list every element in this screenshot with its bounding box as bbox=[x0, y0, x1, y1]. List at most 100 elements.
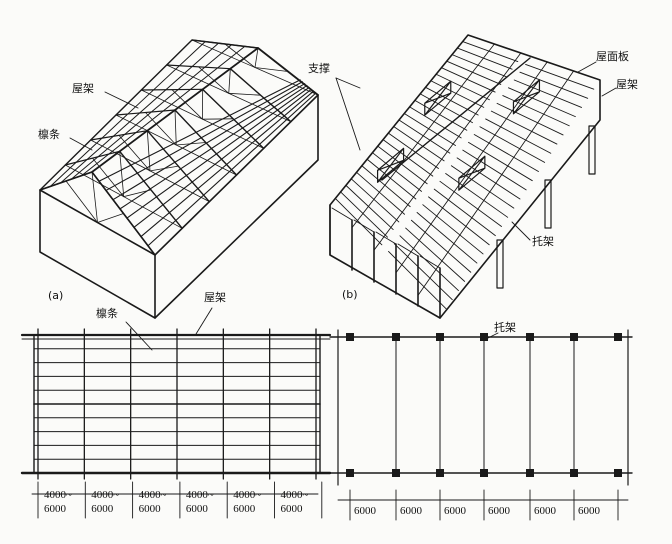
roof-panel-joint bbox=[414, 99, 468, 131]
plan-b-column bbox=[480, 333, 488, 341]
plan-a-purlin-label: 檩条 bbox=[96, 306, 118, 320]
plan-a-purlin-leader bbox=[125, 321, 153, 351]
plan-b-span: 6000 bbox=[534, 505, 557, 517]
roof-panel-joint bbox=[340, 191, 388, 238]
bracing-block bbox=[424, 80, 452, 116]
panel-a-truss-label: 屋架 bbox=[72, 82, 94, 95]
plan-a-span-top: 4000~ bbox=[91, 489, 119, 501]
plan-b-column bbox=[526, 333, 534, 341]
roof-panel-joint bbox=[428, 196, 490, 246]
truss-web bbox=[119, 150, 125, 198]
truss-web bbox=[254, 67, 289, 72]
roof-panel-joint bbox=[398, 119, 451, 154]
plan-a-span-top: 4000~ bbox=[44, 489, 72, 501]
panel-a-back-eave bbox=[39, 39, 259, 191]
plan-b-column bbox=[392, 333, 400, 341]
roof-panel-joint bbox=[456, 157, 521, 200]
truss-web bbox=[145, 112, 177, 146]
roof-panel-joint bbox=[403, 113, 456, 146]
panel-b-truss-label: 屋架 bbox=[616, 78, 638, 91]
plan-a-span-bottom: 6000 bbox=[91, 503, 114, 515]
plan-a-span-bottom: 6000 bbox=[186, 503, 209, 515]
panel-a-truss-leader bbox=[104, 91, 139, 109]
roof-panel-joint bbox=[410, 219, 472, 273]
plan-b-support-truss-label: 托架 bbox=[494, 320, 516, 334]
plan-b-column bbox=[526, 469, 534, 477]
roof-panel-joint bbox=[456, 47, 513, 70]
plan-b-column bbox=[614, 469, 622, 477]
roof-panel-joint bbox=[334, 198, 383, 246]
truss-web bbox=[146, 130, 151, 172]
roof-panel-seam bbox=[417, 70, 575, 296]
truss-web bbox=[198, 66, 230, 94]
truss-web bbox=[92, 157, 125, 198]
truss-web bbox=[254, 47, 259, 68]
truss-web bbox=[174, 109, 177, 146]
roof-panel-joint bbox=[485, 118, 552, 154]
roof-panel-joint bbox=[525, 63, 595, 90]
truss-web bbox=[375, 231, 397, 245]
panel-b-roof-panels bbox=[334, 41, 595, 310]
plan-a-grid bbox=[20, 328, 332, 480]
plan-a-dimensions: 4000~60004000~60004000~60004000~60004000… bbox=[31, 481, 323, 519]
purlin-line bbox=[126, 86, 310, 219]
panel-b-truss-leader bbox=[601, 87, 617, 97]
plan-b-column bbox=[346, 333, 354, 341]
purlin-line bbox=[112, 83, 306, 201]
roof-panel-joint bbox=[435, 73, 490, 101]
roof-panel-joint bbox=[502, 95, 570, 127]
side-column bbox=[544, 179, 552, 229]
truss-web bbox=[331, 207, 353, 221]
roof-panel-joint bbox=[430, 80, 485, 108]
panel-a-tag: (a) bbox=[48, 289, 63, 302]
roof-panel-joint bbox=[361, 165, 411, 208]
roof-panel-joint bbox=[468, 141, 533, 182]
plan-b-column bbox=[570, 469, 578, 477]
roof-panel-joint bbox=[425, 86, 479, 116]
bracing-block bbox=[458, 155, 486, 191]
panel-a-trusses bbox=[39, 39, 319, 256]
panel-b-support-truss-leader bbox=[511, 221, 531, 241]
bracing-block bbox=[512, 79, 541, 115]
panel-b-support-truss-label: 托架 bbox=[532, 234, 554, 248]
plan-b-grid bbox=[329, 329, 633, 486]
plan-b-span: 6000 bbox=[400, 505, 423, 517]
panel-b-columns bbox=[329, 125, 596, 319]
panel-b-tag: (b) bbox=[342, 288, 358, 301]
truss-web bbox=[228, 92, 261, 96]
roof-panel-joint bbox=[473, 134, 539, 172]
truss-web bbox=[97, 213, 124, 223]
roof-panel-joint bbox=[462, 149, 527, 191]
roof-panel-joint bbox=[377, 145, 428, 185]
truss-web bbox=[149, 165, 179, 172]
roof-panel-joint bbox=[419, 93, 473, 124]
roof-panel-joint bbox=[372, 152, 422, 192]
panel-b-roof-panel-leader bbox=[577, 61, 597, 73]
panel-b-ridge bbox=[381, 57, 531, 181]
roof-panel-joint bbox=[519, 71, 589, 99]
plan-a-span-bottom: 6000 bbox=[44, 503, 67, 515]
plan-b-column bbox=[392, 469, 400, 477]
roof-panel-joint bbox=[399, 235, 459, 291]
plan-b-column bbox=[346, 469, 354, 477]
plan-a: 檩条 屋架 4000~60004000~60004000~60004000~60… bbox=[20, 291, 332, 519]
panel-b-bracing-leader-2 bbox=[335, 77, 361, 89]
plan-b-span: 6000 bbox=[354, 505, 377, 517]
roof-panel-joint bbox=[445, 173, 509, 218]
roof-panel-joint bbox=[490, 110, 558, 145]
truss-web bbox=[91, 171, 98, 223]
roof-panel-joint bbox=[450, 165, 515, 209]
plan-a-truss-leader bbox=[195, 307, 213, 335]
panel-b-bracing-leader-1 bbox=[335, 77, 361, 151]
roof-panel-seam bbox=[373, 52, 522, 251]
roof-panel-joint bbox=[479, 126, 546, 163]
panel-b-bracing-blocks bbox=[376, 79, 541, 191]
plan-b-column bbox=[570, 333, 578, 341]
roof-panel-joint bbox=[387, 132, 439, 169]
roof-panel-joint bbox=[496, 102, 564, 136]
roof-panel-joint bbox=[409, 106, 462, 139]
